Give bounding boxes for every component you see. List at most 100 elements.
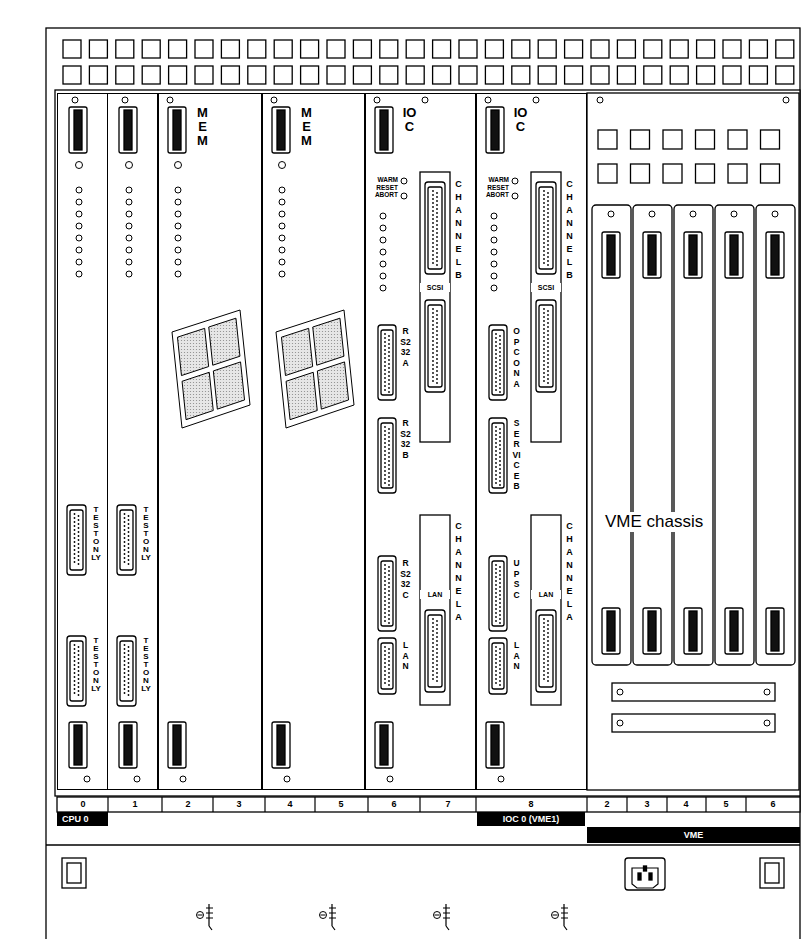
status-led (175, 235, 181, 241)
connector-pin (547, 362, 549, 364)
connector-pin (388, 622, 390, 624)
connector-pin (432, 360, 434, 362)
connector-pin (543, 190, 545, 192)
connector-pin (543, 328, 545, 330)
connector-pin (499, 379, 501, 381)
vent-square (89, 66, 107, 84)
board-label: TEST ONLY (91, 506, 101, 562)
connector-pin (74, 553, 76, 555)
handle-grip (124, 725, 132, 765)
vent-square (63, 66, 81, 84)
connector-pin (124, 549, 126, 551)
connector-pin (78, 539, 80, 541)
status-led (491, 237, 497, 243)
connector-pin (128, 654, 130, 656)
blank-panel (612, 714, 775, 732)
connector-pin (432, 348, 434, 350)
fan-terminal (561, 904, 568, 930)
connector-pin (124, 684, 126, 686)
handle-grip (607, 235, 615, 275)
board-handle (602, 608, 620, 654)
connector-pin (499, 440, 501, 442)
slot-band: IOC 0 (VME1) (477, 812, 585, 826)
connector-pin (495, 478, 497, 480)
connector-pin (495, 349, 497, 351)
connector-pin (547, 338, 549, 340)
connector-pin (495, 474, 497, 476)
connector-pin (495, 458, 497, 460)
connector-pin (384, 470, 386, 472)
connector-pin (499, 367, 501, 369)
connector-pin (547, 216, 549, 218)
connector-pin (436, 192, 438, 194)
connector-pin (543, 250, 545, 252)
status-led (380, 213, 386, 219)
connector-pin (543, 336, 545, 338)
vent-square (380, 66, 398, 84)
connector-face (428, 187, 442, 269)
connector-pin (388, 456, 390, 458)
board-handle (119, 722, 137, 768)
connector-pin (499, 432, 501, 434)
connector-face (120, 641, 133, 701)
connector-face (492, 330, 504, 395)
port-label: SERVICE B (511, 418, 522, 492)
connector-pin (384, 564, 386, 566)
connector-pin (128, 547, 130, 549)
connector-face (492, 423, 504, 488)
connector-pin (499, 676, 501, 678)
connector-pin (78, 678, 80, 680)
connector-pin (388, 375, 390, 377)
status-led (76, 247, 82, 253)
connector-pin (124, 525, 126, 527)
connector-pin (432, 372, 434, 374)
connector-pin (432, 678, 434, 680)
connector-pin (74, 656, 76, 658)
connector-pin (436, 200, 438, 202)
connector-pin (436, 216, 438, 218)
vent-square (380, 40, 398, 58)
connector-pin (543, 254, 545, 256)
slot-number: 6 (763, 798, 783, 810)
handle-grip (74, 725, 82, 765)
connector-pin (547, 350, 549, 352)
connector-pin (124, 660, 126, 662)
connector-pin (74, 692, 76, 694)
handle-grip (277, 110, 285, 150)
connector-pin (78, 543, 80, 545)
connector-pin (547, 204, 549, 206)
status-led (175, 223, 181, 229)
connector-pin (543, 356, 545, 358)
connector-pin (543, 210, 545, 212)
status-led (175, 259, 181, 265)
ground-stud-mark (435, 915, 440, 916)
connector-pin (436, 326, 438, 328)
connector-pin (388, 590, 390, 592)
connector-shell (425, 182, 445, 274)
connector-pin (543, 234, 545, 236)
lan-channel-plate (420, 515, 450, 705)
handle-grip (173, 725, 181, 765)
connector-pin (495, 357, 497, 359)
connector-pin (495, 333, 497, 335)
connector-pin (78, 694, 80, 696)
connector-pin (436, 252, 438, 254)
connector-pin (495, 620, 497, 622)
band-label: IOC 0 (VME1) (503, 813, 560, 825)
connector-shell (536, 182, 556, 274)
chassis-frame (46, 28, 800, 939)
connector-pin (128, 658, 130, 660)
vent-square (248, 66, 266, 84)
status-led (126, 162, 133, 169)
vent-square (353, 40, 371, 58)
connector-pin (384, 674, 386, 676)
connector-pin (436, 680, 438, 682)
connector-pin (495, 470, 497, 472)
board-label: TEST ONLY (141, 637, 151, 693)
connector-pin (547, 236, 549, 238)
connector-pin (124, 668, 126, 670)
connector-pin (436, 648, 438, 650)
connector-pin (499, 428, 501, 430)
status-led (380, 249, 386, 255)
connector-pin (384, 572, 386, 574)
